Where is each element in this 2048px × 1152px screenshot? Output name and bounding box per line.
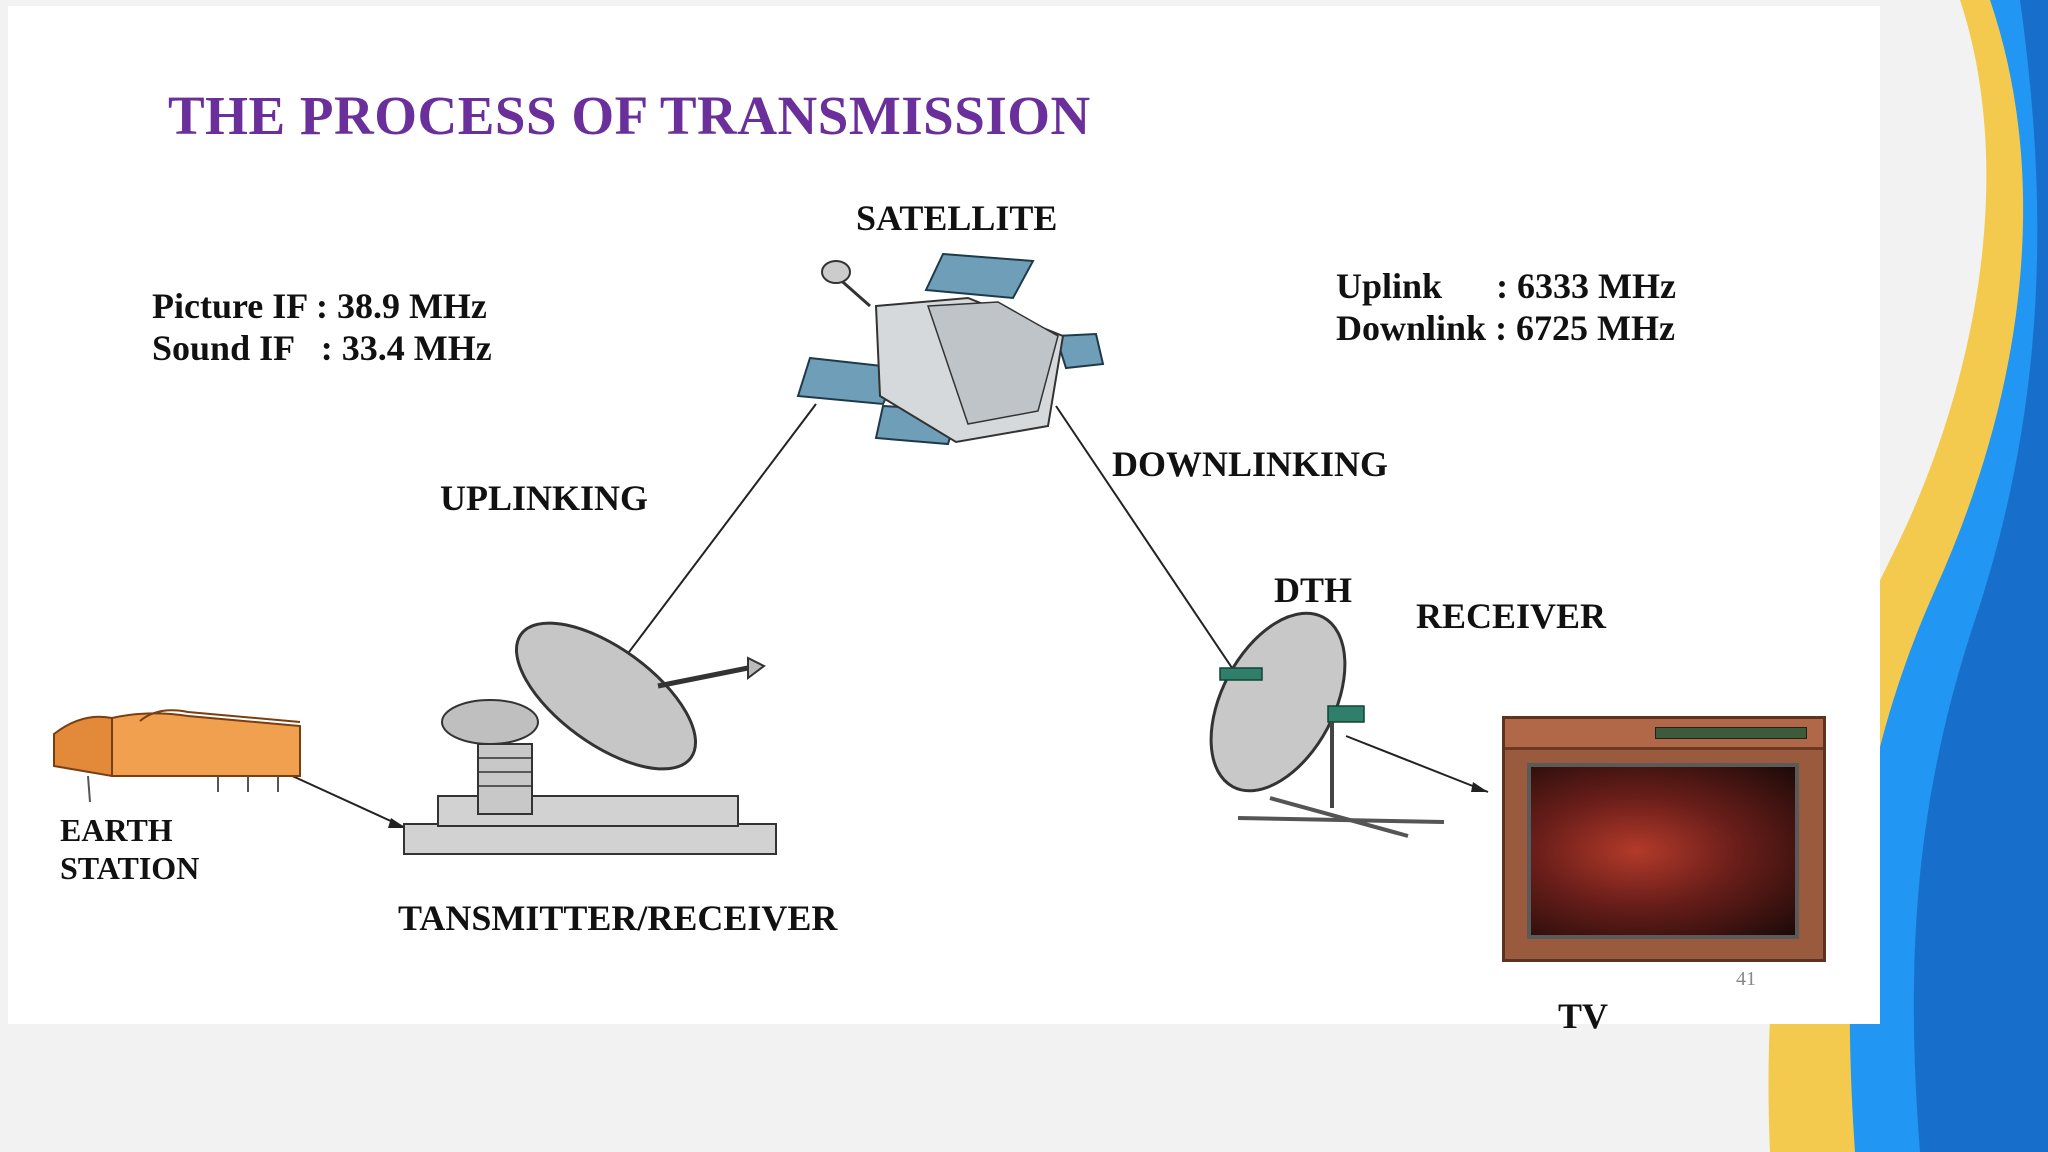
tv-label: TV	[1558, 996, 1609, 1036]
uplink-frequency-label: Uplink : 6333 MHz	[1336, 266, 1677, 306]
sound-if-label: Sound IF : 33.4 MHz	[152, 328, 492, 368]
slide-title: THE PROCESS OF TRANSMISSION	[168, 85, 1091, 146]
page-number: 41	[1736, 968, 1756, 990]
uplinking-label: UPLINKING	[440, 478, 649, 518]
tv-controls	[1655, 727, 1807, 739]
downlink-frequency-label: Downlink : 6725 MHz	[1336, 308, 1676, 348]
transmitter-dish-icon	[403, 621, 777, 855]
earth-station-label-line2: STATION	[60, 850, 200, 886]
transmitter-receiver-label: TANSMITTER/RECEIVER	[398, 898, 838, 938]
diagram-artwork	[53, 252, 1489, 855]
earth-station-icon	[53, 709, 301, 803]
earth-to-transmitter-line	[287, 773, 407, 829]
downlink-line	[1055, 405, 1264, 715]
tv-screen-image	[1527, 763, 1799, 939]
satellite-icon	[796, 252, 1105, 446]
dth-dish-icon	[1209, 611, 1445, 838]
receiver-label: RECEIVER	[1416, 596, 1607, 636]
uplink-line	[619, 403, 817, 665]
slide: THE PROCESS OF TRANSMISSION	[8, 6, 1880, 1036]
tv-icon	[1502, 716, 1826, 962]
dth-label: DTH	[1274, 570, 1353, 610]
earth-station-label-line1: EARTH	[60, 812, 173, 848]
downlinking-label: DOWNLINKING	[1112, 444, 1389, 484]
picture-if-label: Picture IF : 38.9 MHz	[152, 286, 487, 326]
tv-top-panel	[1505, 719, 1823, 750]
receiver-to-tv-line	[1345, 735, 1489, 793]
satellite-label: SATELLITE	[856, 198, 1058, 238]
